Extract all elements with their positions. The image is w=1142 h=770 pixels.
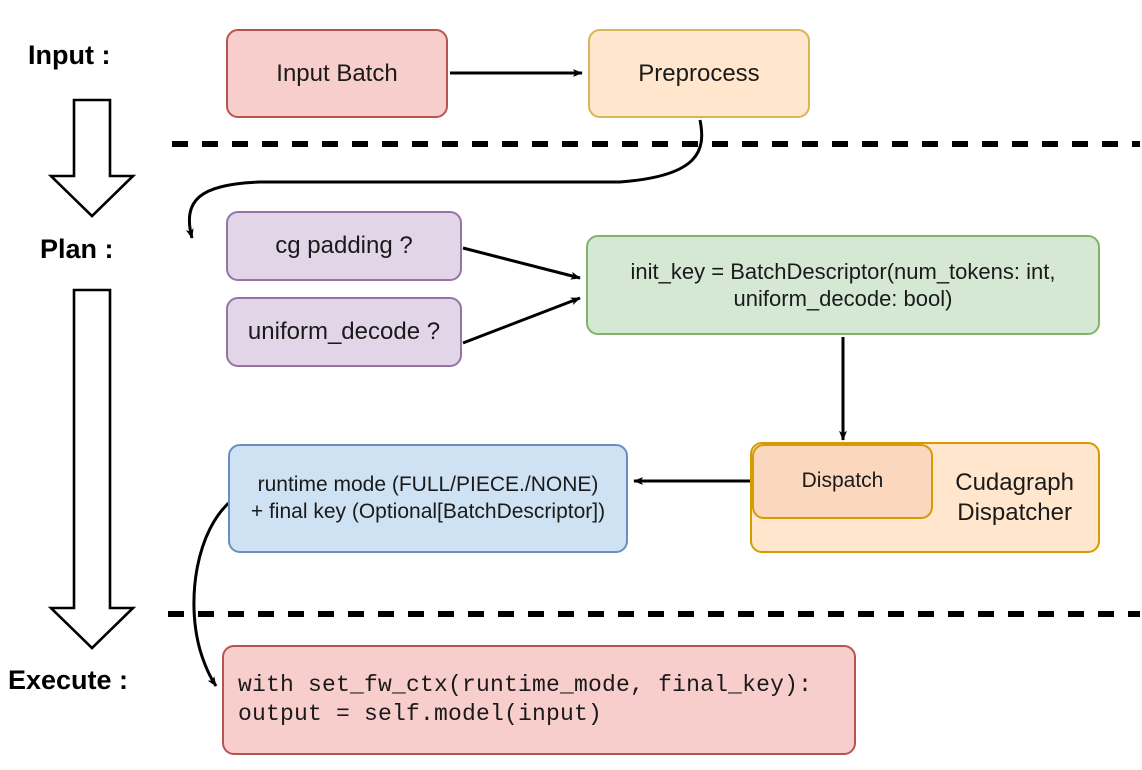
- node-init-key[interactable]: init_key = BatchDescriptor(num_tokens: i…: [586, 235, 1100, 335]
- node-input-batch[interactable]: Input Batch: [226, 29, 448, 118]
- node-preprocess[interactable]: Preprocess: [588, 29, 810, 118]
- node-cg-padding[interactable]: cg padding ?: [226, 211, 462, 281]
- node-dispatch-label: Dispatch: [801, 469, 884, 493]
- node-code-block[interactable]: with set_fw_ctx(runtime_mode, final_key)…: [222, 645, 856, 755]
- node-input-batch-label: Input Batch: [276, 59, 398, 87]
- node-runtime-mode[interactable]: runtime mode (FULL/PIECE./NONE) + final …: [228, 444, 628, 553]
- stage-label-plan: Plan :: [40, 234, 114, 264]
- node-uniform-decode-label: uniform_decode ?: [247, 318, 441, 345]
- stage-label-execute: Execute :: [8, 665, 129, 695]
- edge-cg-padding-to-init-key: [462, 246, 581, 280]
- node-preprocess-label: Preprocess: [638, 59, 760, 87]
- stage-label-input: Input :: [28, 40, 111, 70]
- node-dispatch[interactable]: Dispatch: [752, 444, 933, 519]
- node-cg-padding-label: cg padding ?: [275, 232, 413, 259]
- node-cudagraph-dispatcher-label: Cudagraph Dispatcher: [955, 468, 1074, 526]
- node-uniform-decode[interactable]: uniform_decode ?: [226, 297, 462, 367]
- node-code-block-label: with set_fw_ctx(runtime_mode, final_key)…: [238, 672, 813, 727]
- node-init-key-label: init_key = BatchDescriptor(num_tokens: i…: [630, 258, 1056, 312]
- plan-to-execute-arrow: [47, 288, 137, 650]
- input-to-plan-arrow: [47, 98, 137, 218]
- edge-uniform-decode-to-init-key: [462, 296, 581, 345]
- node-runtime-mode-label: runtime mode (FULL/PIECE./NONE) + final …: [250, 473, 606, 523]
